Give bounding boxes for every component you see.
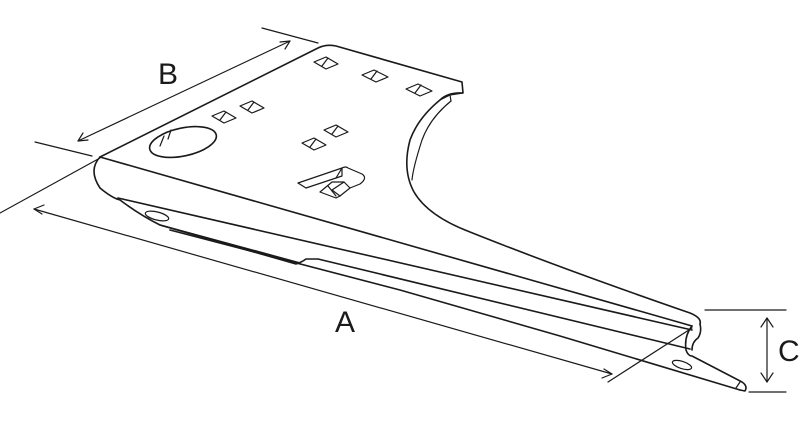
dimension-b [34,27,319,157]
bracket-body [93,44,747,392]
front-lip-curl [93,156,301,264]
lip-slot-left [144,210,170,222]
dim-b-arrow-bottom [77,132,89,142]
dim-a-extension-left [0,157,101,214]
tip-end [684,323,747,392]
dim-a-arrow-right [601,368,613,379]
square-slot [323,124,349,138]
plate-tab-edge [439,92,464,102]
dimension-label-c: C [778,335,800,368]
dim-b-extension-top [261,27,319,44]
tip-slot [671,359,693,371]
dim-c-arrow-top [760,317,774,328]
dim-b-arrow-top [279,40,291,50]
dimension-label-a: A [335,306,356,339]
dim-b-line [77,40,291,142]
square-slot [405,83,433,97]
dim-a-extension-right [607,327,693,383]
dim-c-arrow-bottom [760,372,774,383]
r-logo-stamp [297,166,366,199]
dim-a-line [33,208,613,375]
bottom-edge [169,229,741,391]
dim-b-extension-bottom [34,141,93,157]
dimension-label-b: B [158,58,179,91]
square-slot [361,69,389,83]
square-slot [211,110,237,124]
square-slot [313,56,339,70]
square-slots [211,56,433,151]
plate-curve-thickness [411,100,452,181]
dimension-c [704,309,787,393]
dimension-a [0,157,693,383]
square-slot [301,137,327,151]
top-plate-outline [99,44,702,325]
oval-hole [148,125,218,159]
tip-end-cap [735,381,741,389]
mid-lip-edge [117,197,693,331]
lower-lip-edge [159,224,691,350]
square-slot [239,100,265,114]
top-face-front-edge [99,156,693,327]
dim-a-arrow-left [33,204,45,215]
